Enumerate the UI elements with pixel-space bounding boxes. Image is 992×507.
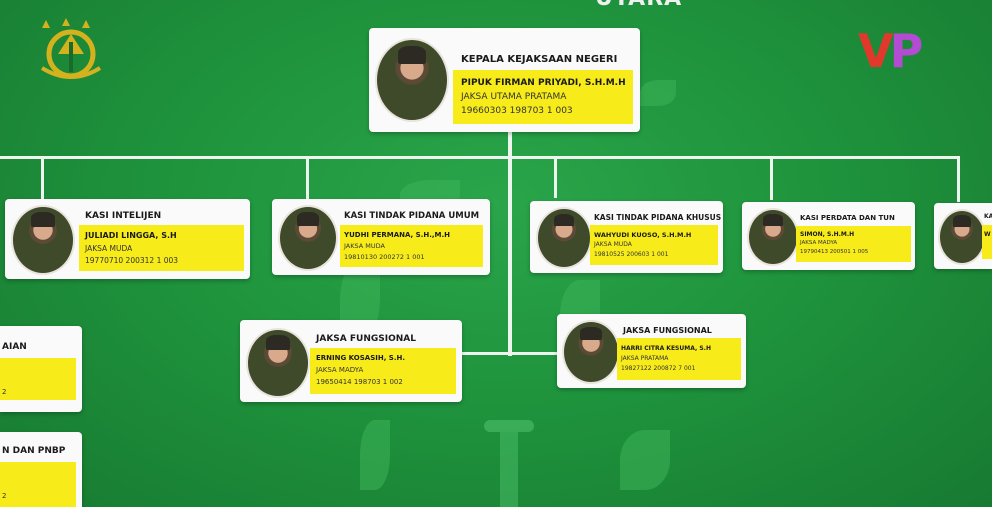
left-card-title: AIAN <box>2 342 27 352</box>
functional-title: JAKSA FUNGSIONAL <box>316 334 416 344</box>
left-card-highlight <box>0 462 76 507</box>
connector-line <box>306 159 309 201</box>
functional-photo <box>562 320 620 384</box>
unit-photo <box>536 207 592 269</box>
unit-name: WAHYUDI KUOSO, S.H.M.H <box>594 231 692 239</box>
leaf-decoration <box>640 80 676 106</box>
unit-title: KASI TINDAK PIDANA UMUM <box>344 211 480 221</box>
unit-title: KASI INTELIJEN <box>85 211 162 221</box>
left-card-highlight <box>0 358 76 400</box>
unit-card: KASI PERDATA DAN TUN SIMON, S.H.M.H JAKS… <box>742 202 915 270</box>
connector-line <box>554 156 557 198</box>
vp-logo: VP <box>858 24 923 78</box>
brand-text: VP <box>858 24 923 78</box>
unit-title: KASI PERDATA DAN TUN <box>800 214 895 222</box>
functional-name: HARRI CITRA KESUMA, S.H <box>621 345 711 352</box>
left-card: AIAN 2 <box>0 326 82 412</box>
functional-name: ERNING KOSASIH, S.H. <box>316 354 406 362</box>
chief-name: PIPUK FIRMAN PRIYADI, S.H.M.H <box>461 78 626 88</box>
unit-card: KASI TINDAK PIDANA UMUM YUDHI PERMANA, S… <box>272 199 490 275</box>
unit-highlight <box>590 225 718 265</box>
unit-photo <box>11 205 75 275</box>
connector-line <box>0 156 960 159</box>
functional-nip: 19827122 200872 7 001 <box>621 365 696 372</box>
chief-highlight <box>453 70 633 124</box>
unit-name: JULIADI LINGGA, S.H <box>85 231 177 240</box>
scale-decoration <box>500 432 518 507</box>
functional-card: JAKSA FUNGSIONAL HARRI CITRA KESUMA, S.H… <box>557 314 746 388</box>
chief-rank: JAKSA UTAMA PRATAMA <box>461 92 567 102</box>
left-card-title: N DAN PNBP <box>2 446 66 456</box>
connector-line <box>957 156 960 202</box>
unit-rank: JAKSA MUDA <box>594 241 632 248</box>
leaf-decoration <box>620 430 670 490</box>
connector-line <box>460 352 560 355</box>
chief-title: KEPALA KEJAKSAAN NEGERI <box>461 54 618 65</box>
connector-line <box>508 130 512 356</box>
unit-card: KASI INTELIJEN JULIADI LINGGA, S.H JAKSA… <box>5 199 250 279</box>
unit-photo <box>938 209 986 265</box>
functional-highlight <box>310 348 456 394</box>
left-card-nip: 2 <box>2 492 7 500</box>
unit-name: W <box>984 231 991 238</box>
chief-nip: 19660303 198703 1 003 <box>461 106 573 116</box>
chief-photo <box>375 38 449 122</box>
left-card: N DAN PNBP 2 <box>0 432 82 507</box>
functional-highlight <box>617 338 741 380</box>
functional-rank: JAKSA MADYA <box>316 366 364 374</box>
connector-line <box>41 156 44 200</box>
functional-nip: 19650414 198703 1 002 <box>316 378 403 386</box>
unit-name: YUDHI PERMANA, S.H.,M.H <box>344 231 451 239</box>
unit-highlight <box>340 225 483 267</box>
scale-decoration <box>484 420 534 432</box>
unit-photo <box>278 205 338 271</box>
leaf-decoration <box>360 420 390 490</box>
unit-highlight <box>796 226 911 262</box>
unit-rank: JAKSA MADYA <box>800 240 838 246</box>
unit-rank: JAKSA MUDA <box>85 244 133 253</box>
unit-rank: JAKSA MUDA <box>344 242 385 250</box>
unit-highlight <box>79 225 244 271</box>
unit-nip: 19770710 200312 1 003 <box>85 256 179 265</box>
functional-photo <box>246 328 310 398</box>
connector-line <box>770 156 773 200</box>
unit-highlight <box>982 225 992 259</box>
functional-card: JAKSA FUNGSIONAL ERNING KOSASIH, S.H. JA… <box>240 320 462 402</box>
unit-name: SIMON, S.H.M.H <box>800 231 855 238</box>
unit-nip: 19810130 200272 1 001 <box>344 253 425 261</box>
functional-rank: JAKSA PRATAMA <box>621 355 669 362</box>
page-title-cut: UTARA <box>595 0 682 11</box>
unit-nip: 19790413 200501 1 005 <box>800 249 869 255</box>
unit-photo <box>747 208 799 266</box>
unit-nip: 19810525 200603 1 001 <box>594 251 669 258</box>
unit-title: KA <box>984 213 992 220</box>
functional-title: JAKSA FUNGSIONAL <box>623 326 712 335</box>
left-card-nip: 2 <box>2 388 7 396</box>
unit-card: KA W <box>934 203 992 269</box>
unit-card: KASI TINDAK PIDANA KHUSUS WAHYUDI KUOSO,… <box>530 201 723 273</box>
kejaksaan-emblem-icon <box>40 18 102 79</box>
unit-title: KASI TINDAK PIDANA KHUSUS <box>594 213 722 222</box>
chief-card: KEPALA KEJAKSAAN NEGERI PIPUK FIRMAN PRI… <box>369 28 640 132</box>
